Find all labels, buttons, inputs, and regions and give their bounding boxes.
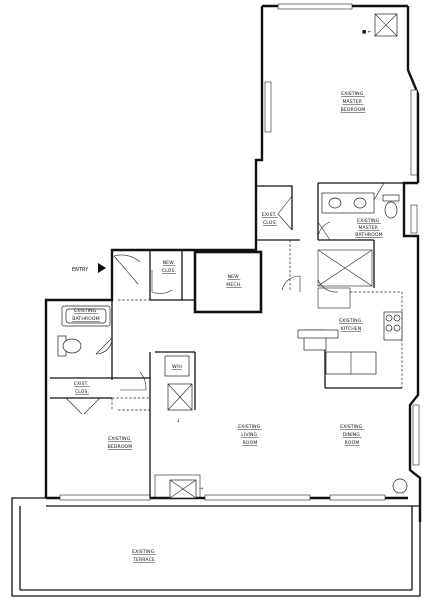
label-new-mech: NEW MECH. [226,274,241,288]
door-swing-icon [65,182,385,415]
label-master-bathroom: EXISTING MASTER BATHROOM [355,218,382,238]
label-existing-bathroom: EXISTING BATHROOM [72,308,99,322]
label-existing-kitchen: EXISTING KITCHEN [339,318,363,332]
label-new-clos: NEW CLOS. [162,260,176,274]
entry-arrow-icon [98,263,106,273]
toilet-icon [57,194,400,357]
interior-walls [46,182,404,499]
dashed-lines [111,240,291,411]
bathtub-icon [61,305,111,327]
label-wh: W/H [172,364,182,370]
label-exist-clos-left: EXIST. CLOS. [74,381,90,395]
svg-text:■ ←: ■ ← [362,30,372,35]
label-exist-clos-top: EXIST. CLOS. [262,212,278,226]
sink-icon [297,192,375,351]
svg-text:↓: ↓ [176,418,180,424]
entry-label: ENTRY [72,267,89,273]
marker-arrows: ■ ← ↓ → [176,30,372,492]
label-dining-room: EXISTING DINING ROOM [340,424,364,446]
hvac-unit-icon [164,13,408,499]
label-terrace: EXISTING TERRACE [132,549,156,563]
label-master-bedroom: EXISTING MASTER BEDROOM [341,91,366,113]
label-existing-bedroom: EXISTING BEDROOM [108,436,133,450]
label-living-room: EXISTING LIVING ROOM [238,424,262,446]
window-icon [59,3,420,501]
stove-icon [325,311,403,375]
svg-text:→: → [199,486,203,492]
